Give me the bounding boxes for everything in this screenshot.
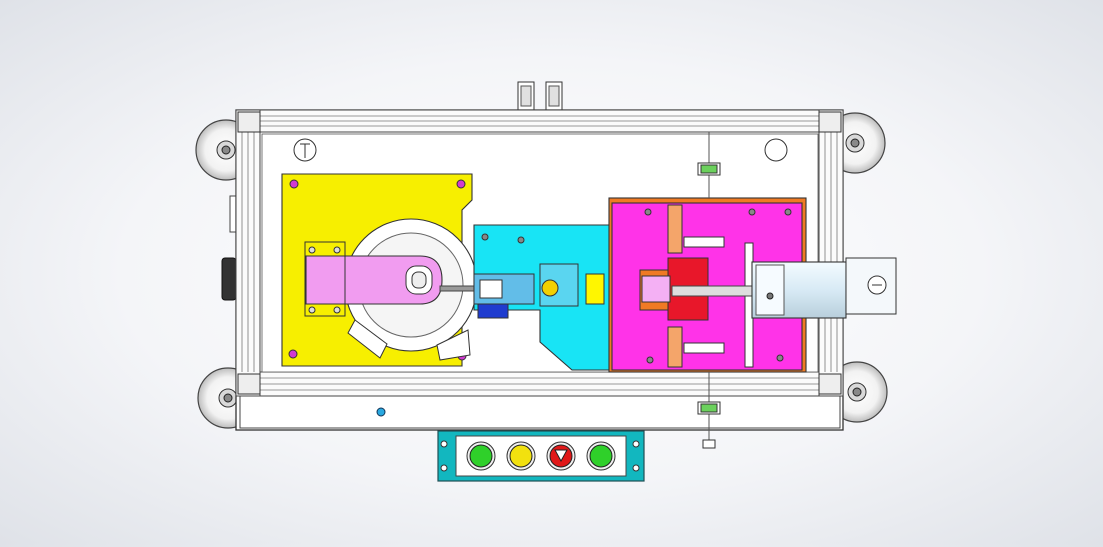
emergency-stop-icon bbox=[554, 449, 568, 463]
pink-arm bbox=[304, 241, 443, 317]
green-button[interactable] bbox=[586, 441, 616, 471]
guide-bolt-top bbox=[697, 132, 721, 198]
green-start-button[interactable] bbox=[466, 441, 496, 471]
mount-hole-right bbox=[764, 138, 788, 162]
red-emergency-stop-button[interactable] bbox=[546, 441, 576, 471]
blue-block bbox=[477, 303, 509, 319]
top-connectors bbox=[517, 81, 563, 111]
piston-rod bbox=[671, 285, 753, 297]
pneumatic-cylinder bbox=[751, 257, 897, 319]
guide-bolt-bottom bbox=[697, 372, 721, 449]
yellow-button[interactable] bbox=[506, 441, 536, 471]
